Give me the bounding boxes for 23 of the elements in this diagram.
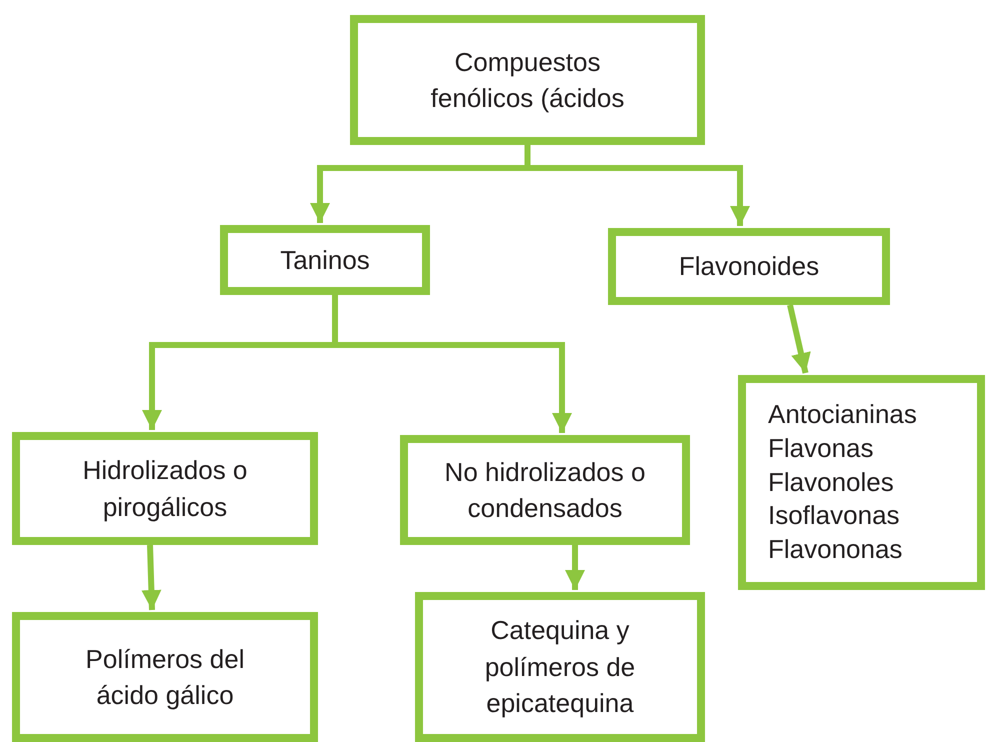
category-box bbox=[415, 592, 705, 742]
category-box bbox=[608, 228, 890, 305]
category-box bbox=[220, 225, 430, 295]
box-label: Taninos bbox=[280, 244, 370, 277]
arrow bbox=[787, 304, 811, 374]
category-box bbox=[400, 435, 690, 545]
category-box bbox=[12, 612, 318, 742]
list-item: Antocianinas bbox=[768, 398, 917, 431]
list-item: Flavononas bbox=[768, 533, 902, 566]
category-box bbox=[738, 375, 985, 590]
arrow bbox=[565, 545, 585, 590]
list-item: Flavonas bbox=[768, 432, 874, 465]
box-label: Hidrolizados o pirogálicos bbox=[82, 454, 248, 524]
box-label: Catequina y polímeros de epicatequina bbox=[484, 614, 636, 720]
category-box bbox=[350, 15, 705, 145]
box-label: Polímeros del ácido gálico bbox=[84, 642, 246, 712]
box-label: Compuestos fenólicos (ácidos bbox=[430, 46, 626, 115]
category-box bbox=[12, 432, 318, 545]
box-label: Flavonoides bbox=[678, 250, 820, 284]
list-item: Isoflavonas bbox=[768, 499, 900, 532]
list-item: Flavonoles bbox=[768, 466, 894, 499]
arrow bbox=[141, 544, 162, 610]
box-label: No hidrolizados o condensados bbox=[444, 456, 646, 525]
